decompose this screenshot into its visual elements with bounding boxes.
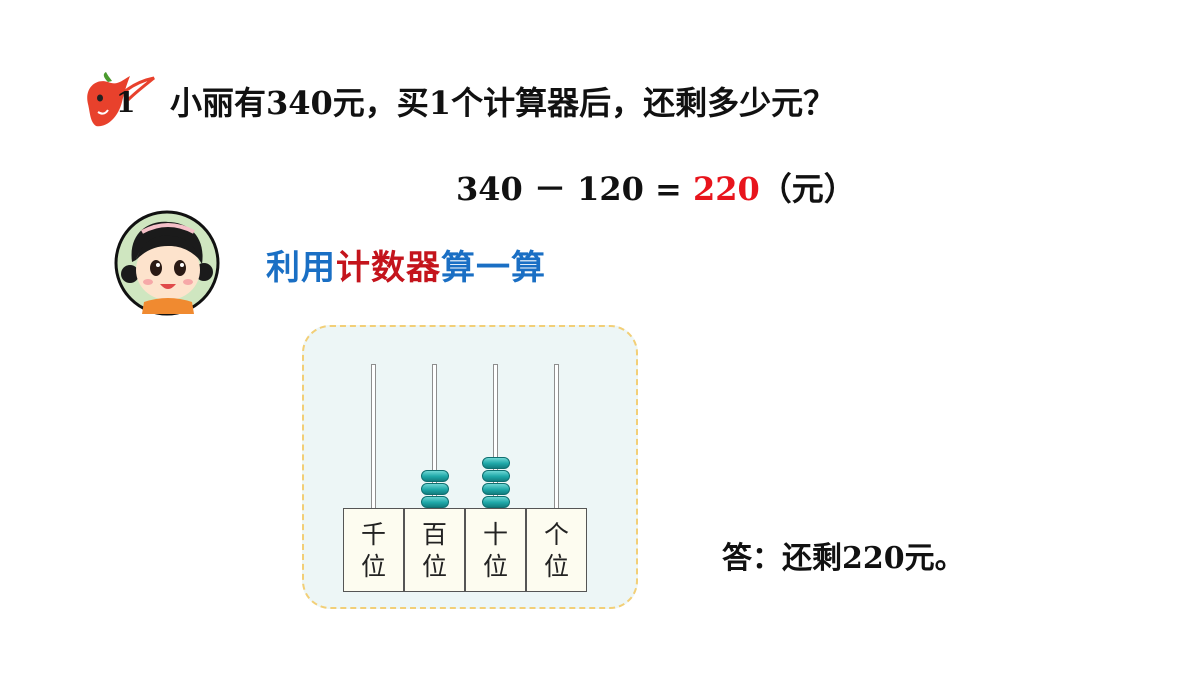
equation-result: 220 — [692, 170, 760, 208]
pepper-stem-icon — [103, 72, 112, 82]
counter-bead — [421, 470, 449, 482]
place-thousands: 千 位 — [343, 508, 404, 592]
problem-number-badge: 1 — [87, 72, 155, 127]
place-label-bottom: 位 — [360, 552, 386, 581]
place-label-top: 千 — [360, 520, 386, 549]
equation-unit: （元） — [759, 170, 856, 208]
place-label-bottom: 位 — [482, 552, 508, 581]
answer-text: 答：还剩220元。 — [722, 541, 965, 576]
counter-bead — [482, 470, 510, 482]
hint-part3: 算一算 — [441, 248, 546, 288]
equation-left: 340 － 120 = — [456, 170, 682, 208]
counter-bead — [482, 457, 510, 469]
rod-ones — [554, 364, 559, 510]
girl-avatar — [114, 210, 220, 316]
counter-bead — [482, 496, 510, 508]
counter-bead — [421, 496, 449, 508]
place-label-bottom: 位 — [543, 552, 569, 581]
pepper-icon — [87, 76, 130, 127]
hint-text: 利用计数器算一算 — [266, 240, 546, 289]
problem-question: 小丽有340元，买1个计算器后，还剩多少元？ — [170, 84, 836, 122]
hint-part2: 计数器 — [336, 248, 441, 288]
place-label-top: 个 — [543, 520, 569, 549]
pepper-eye-icon — [97, 94, 103, 102]
place-hundreds: 百 位 — [404, 508, 465, 592]
hint-part1: 利用 — [266, 248, 336, 288]
place-tens: 十 位 — [465, 508, 526, 592]
rod-thousands — [371, 364, 376, 510]
equation: 340 － 120 = 220（元） — [456, 164, 856, 210]
problem-number: 1 — [116, 86, 135, 119]
place-label-bottom: 位 — [421, 552, 447, 581]
place-ones: 个 位 — [526, 508, 587, 592]
counter-bead — [421, 483, 449, 495]
place-label-top: 十 — [482, 520, 508, 549]
counter-bead — [482, 483, 510, 495]
place-label-top: 百 — [421, 520, 447, 549]
